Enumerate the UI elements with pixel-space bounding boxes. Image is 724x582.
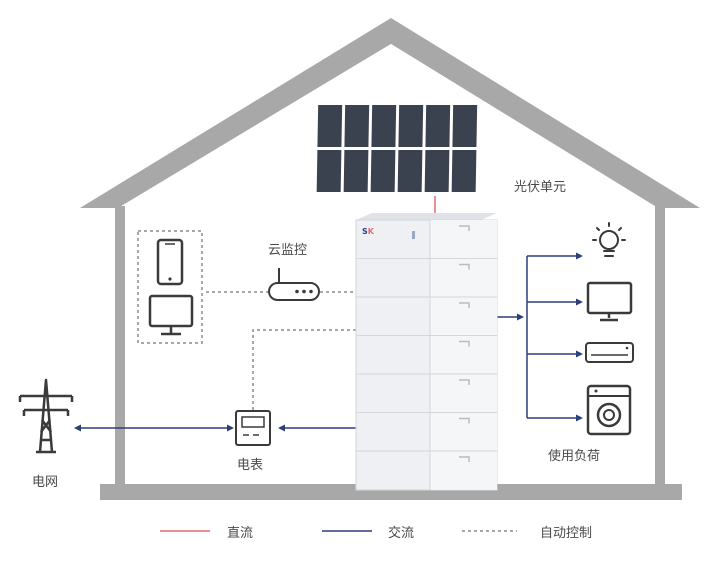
tv-icon bbox=[586, 281, 633, 322]
battery-handle bbox=[459, 263, 470, 270]
battery-handle bbox=[459, 379, 470, 385]
battery-stack: SK bbox=[355, 213, 498, 491]
legend-ac-label: 交流 bbox=[388, 526, 415, 541]
ac-unit-icon bbox=[585, 342, 634, 363]
solar-cell bbox=[451, 150, 477, 192]
washer-icon bbox=[586, 384, 632, 436]
device-frame bbox=[137, 230, 203, 344]
battery-handle bbox=[459, 302, 470, 308]
legend-auto-label: 自动控制 bbox=[540, 526, 593, 541]
monitor-icon bbox=[148, 294, 194, 336]
legend-dc-label: 直流 bbox=[227, 526, 254, 541]
solar-cell bbox=[370, 150, 396, 192]
solar-cell bbox=[452, 105, 478, 147]
svg-text:SK: SK bbox=[362, 227, 375, 236]
solar-cell bbox=[344, 105, 370, 147]
solar-cell bbox=[424, 150, 450, 192]
battery-handle bbox=[459, 340, 470, 347]
battery-handle bbox=[459, 456, 470, 462]
battery-handle bbox=[459, 417, 470, 424]
solar-cell bbox=[425, 105, 451, 147]
loads-label: 使用负荷 bbox=[548, 449, 601, 464]
bulb-icon bbox=[592, 222, 626, 257]
cloud-monitor-label: 云监控 bbox=[268, 243, 308, 258]
solar-cell bbox=[397, 150, 423, 192]
solar-cell bbox=[317, 105, 343, 147]
pv-label: 光伏单元 bbox=[514, 180, 567, 195]
solar-cell bbox=[371, 105, 397, 147]
solar-cell bbox=[398, 105, 424, 147]
meter-label: 电表 bbox=[237, 458, 264, 473]
grid-label: 电网 bbox=[32, 475, 59, 490]
phone-icon bbox=[156, 238, 184, 286]
solar-cell bbox=[343, 150, 369, 192]
auto-control-lines bbox=[206, 291, 356, 412]
battery-handle bbox=[459, 225, 470, 231]
meter-icon bbox=[235, 410, 271, 446]
ac-lines bbox=[74, 252, 583, 432]
tower-icon bbox=[18, 378, 74, 454]
solar-panel-icon bbox=[316, 105, 478, 192]
router-icon bbox=[268, 268, 320, 301]
solar-cell bbox=[316, 150, 342, 192]
